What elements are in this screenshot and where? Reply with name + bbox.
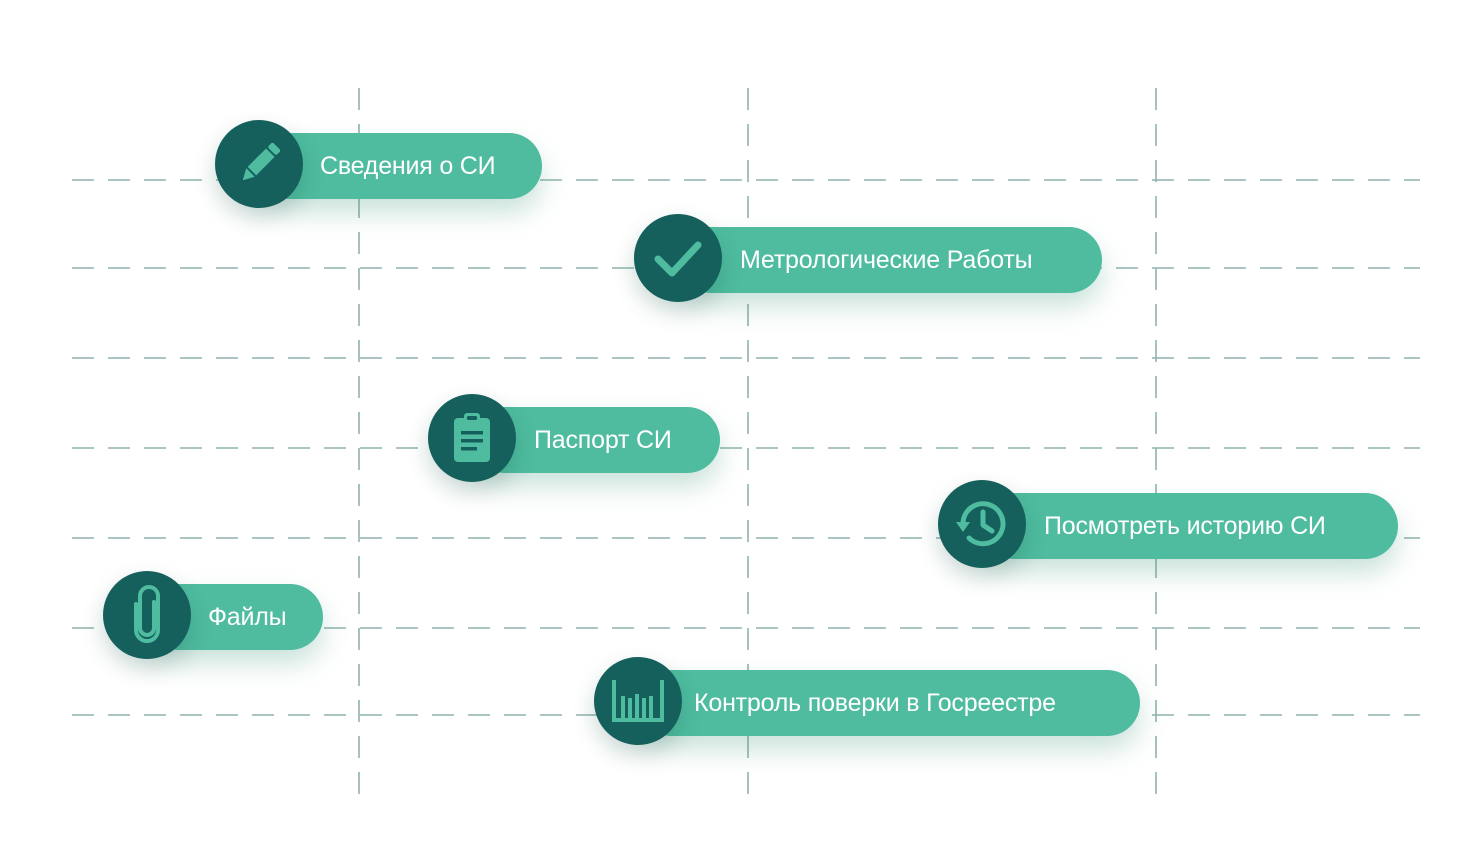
si-history-badge (938, 480, 1026, 568)
si-info-badge (215, 120, 303, 208)
si-history-label: Посмотреть историю СИ (1044, 511, 1326, 540)
history-icon (956, 501, 1006, 547)
si-passport-label: Паспорт СИ (534, 425, 672, 454)
si-info-button[interactable]: Сведения о СИ (258, 133, 542, 199)
si-passport-badge (428, 394, 516, 482)
pencil-icon (242, 142, 281, 181)
metrology-works-label: Метрологические Работы (740, 245, 1033, 274)
registry-check-badge (594, 657, 682, 745)
files-badge (103, 571, 191, 659)
metrology-works-badge (634, 214, 722, 302)
paperclip-icon (134, 585, 160, 643)
metrology-works-button[interactable]: Метрологические Работы (678, 227, 1102, 293)
si-history-button[interactable]: Посмотреть историю СИ (982, 493, 1398, 559)
files-label: Файлы (208, 602, 287, 631)
registry-check-button[interactable]: Контроль поверки в Госреестре (638, 670, 1140, 736)
barcode-icon (612, 680, 664, 722)
clipboard-icon (454, 413, 490, 462)
si-info-label: Сведения о СИ (320, 151, 496, 180)
registry-check-label: Контроль поверки в Госреестре (694, 688, 1056, 717)
checkmark-icon (654, 241, 702, 277)
